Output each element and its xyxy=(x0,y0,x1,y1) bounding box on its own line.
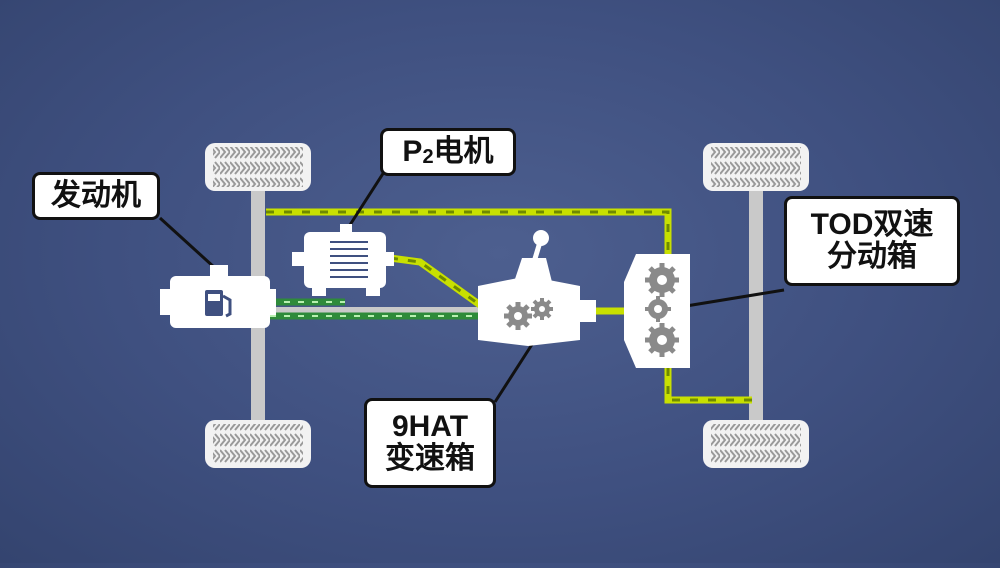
tire-icon xyxy=(703,420,809,468)
transmission-label-line2: 变速箱 xyxy=(385,442,475,475)
p2-motor-label-text: P2电机 xyxy=(402,134,494,168)
engine-power-path xyxy=(270,298,480,320)
transfer-case-icon xyxy=(624,254,690,368)
gear-icon xyxy=(645,323,679,357)
gear-icon xyxy=(531,298,553,320)
transmission-label: 9HAT 变速箱 xyxy=(364,398,496,488)
tod-label-line2: 分动箱 xyxy=(827,240,917,273)
gear-icon xyxy=(645,296,671,322)
gear-icon xyxy=(504,302,532,330)
gear-icon xyxy=(645,263,679,297)
engine-icon xyxy=(160,265,276,328)
tire-icon xyxy=(205,420,311,468)
electric-motor-icon xyxy=(292,224,394,296)
engine-label-text: 发动机 xyxy=(51,178,141,212)
tod-transfer-case-label: TOD双速 分动箱 xyxy=(784,196,960,286)
tire-icon xyxy=(205,143,311,191)
transmission-label-line1: 9HAT xyxy=(391,409,469,443)
tod-label-line1: TOD双速 xyxy=(810,207,934,241)
engine-label: 发动机 xyxy=(32,172,160,220)
transmission-icon xyxy=(478,230,596,346)
tire-icon xyxy=(703,143,809,191)
fuel-pump-icon xyxy=(205,290,232,318)
p2-motor-label: P2电机 xyxy=(380,128,516,176)
gear-lever-icon xyxy=(514,230,552,282)
hybrid-power-path xyxy=(266,208,752,404)
